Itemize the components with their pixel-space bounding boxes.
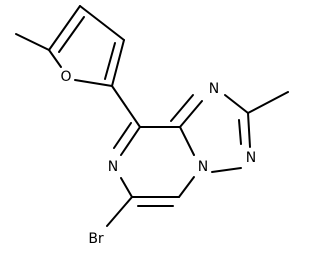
atom-br: Br — [88, 231, 104, 247]
bond-c8a-n1 — [179, 100, 203, 128]
bond-n4-c8a — [179, 126, 195, 156]
bond-c4-c5 — [48, 5, 81, 51]
bond-n7-c6 — [120, 177, 133, 198]
bond-c8-n7-double — [113, 122, 132, 149]
bond-c6-br — [106, 196, 133, 227]
bond-c2-c3-double — [104, 42, 116, 80]
atom-o-furan: O — [60, 69, 71, 85]
atom-n-triazole-right: N — [246, 150, 256, 166]
bond-c3-c4 — [79, 5, 125, 41]
bond-c2-n3-double — [238, 119, 242, 145]
bond-c5-o — [48, 49, 62, 68]
bond-c2-n3 — [247, 112, 251, 148]
atom-n-triazole-top: N — [209, 81, 219, 97]
triazole-ring — [170, 91, 289, 173]
atom-n-bridgehead: N — [198, 159, 208, 175]
bond-furan-core — [111, 85, 141, 128]
bond-o-c2 — [74, 79, 113, 87]
bond-c2-c3 — [111, 39, 125, 87]
atom-n-ring-left: N — [108, 159, 118, 175]
furan-ring — [15, 5, 125, 87]
bond-methyl-furan — [15, 33, 50, 51]
bond-c5-n4 — [178, 176, 195, 198]
pyrazine-ring — [113, 122, 195, 207]
bond-methyl-triazole — [247, 91, 289, 114]
bond-n3-n4 — [211, 167, 242, 173]
bond-c4-c5-double — [58, 16, 85, 53]
bond-c8a-n1-double — [170, 94, 194, 122]
bond-c8-n7 — [120, 126, 141, 156]
molecule-structure: O N N N N Br — [15, 5, 289, 247]
bond-n1-c2 — [224, 94, 249, 114]
